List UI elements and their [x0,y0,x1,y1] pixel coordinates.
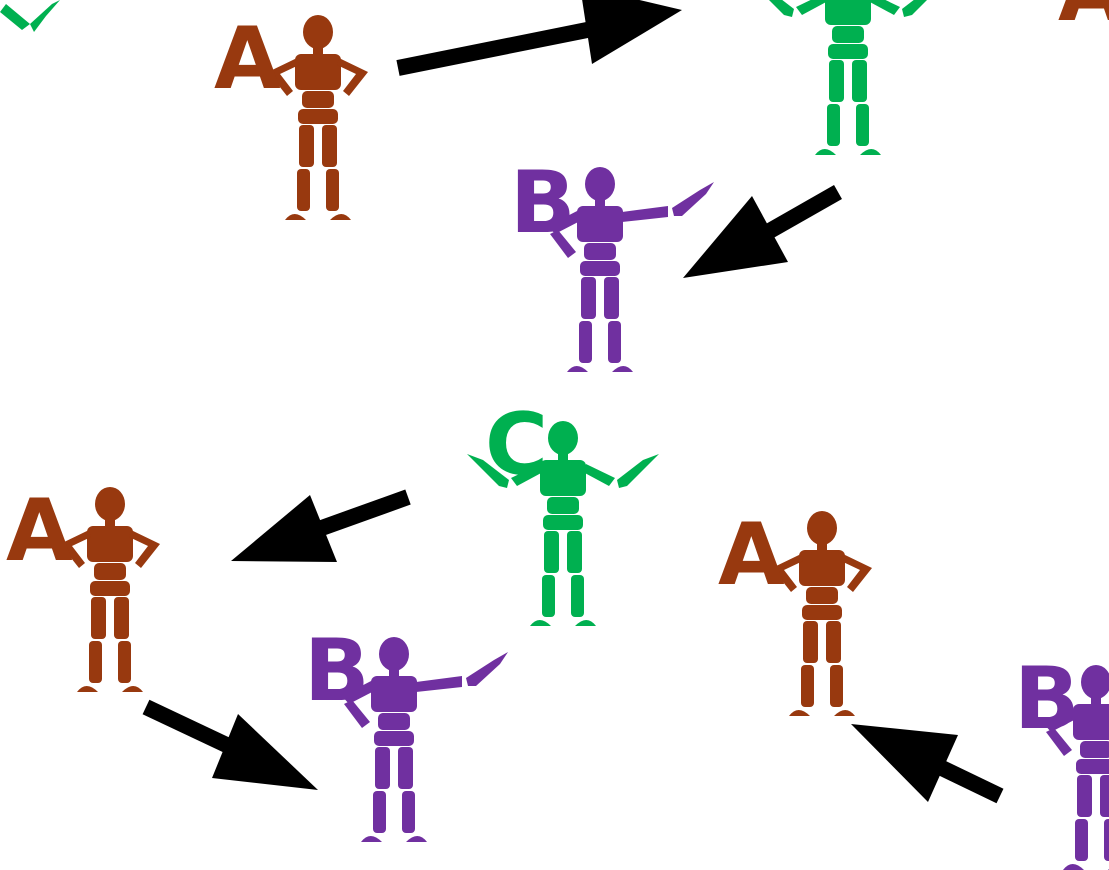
figure-c-edge-top-left [0,0,60,32]
figure-label-b: B [304,621,370,721]
figure-label-a: A [214,9,281,109]
arrow-a-to-b-bottom [142,699,318,790]
figure-label-c: C [485,395,548,495]
figure-b-top-middle: B [510,153,714,372]
figure-c-center: C [467,395,659,626]
figure-a-middle-right: A [718,505,872,716]
figure-label-b: B [1014,649,1080,749]
arrow-c-to-a-bottom [231,489,411,562]
figure-b-bottom-left: B [304,621,508,842]
figure-b-bottom-right: B [1014,649,1109,870]
figure-c-top-right: C [752,0,944,155]
figure-a-top-far-right: A [1058,0,1109,140]
figure-label-b: B [510,153,576,253]
arrow-c-to-b-top [683,185,842,278]
figure-a-middle-left: A [6,481,160,692]
arrow-b-to-a-bottom-right [851,724,1004,804]
arrow-a-to-c-top [396,0,682,76]
figure-label-a: A [718,505,785,605]
figure-label-a: A [6,481,73,581]
figure-label-a: A [1058,0,1109,41]
figure-a-top-left: A [214,9,368,220]
